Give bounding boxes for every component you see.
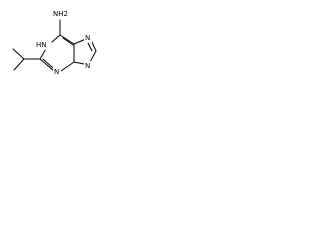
n-right-label-bg bbox=[84, 61, 92, 71]
bond-n1-c6 bbox=[51, 34, 61, 43]
bond-c6-c5 bbox=[59, 34, 75, 45]
bond-n3-c2-double bbox=[42, 58, 54, 69]
n-bottom-label-bg bbox=[53, 67, 61, 77]
atom-label-n-top-right: N bbox=[85, 34, 90, 42]
bond-n3-c2 bbox=[39, 58, 55, 72]
atom-label-n-right: N bbox=[85, 62, 90, 70]
bond-isopropyl-lower-methyl bbox=[13, 58, 25, 71]
bond-c6-c5-double bbox=[62, 37, 74, 46]
atom-label-hn: HN bbox=[36, 41, 47, 49]
atom-label-nh2: NH2 bbox=[53, 10, 68, 18]
bond-isopropyl-upper-methyl bbox=[12, 48, 25, 60]
bond-n7-c8-double bbox=[87, 42, 93, 52]
bond-n9-c4 bbox=[73, 61, 85, 65]
hn-label-bg bbox=[35, 40, 49, 50]
nh2-label-bg bbox=[52, 9, 69, 19]
bond-c4-n3 bbox=[60, 61, 75, 72]
bond-c8-n9 bbox=[89, 50, 97, 63]
molecule-structure-diagram: NH2 HN N N N bbox=[0, 0, 102, 87]
n-top-right-label-bg bbox=[84, 33, 92, 43]
atom-label-n-bottom: N bbox=[54, 68, 59, 76]
molecule-svg: NH2 HN N N N bbox=[12, 9, 97, 77]
